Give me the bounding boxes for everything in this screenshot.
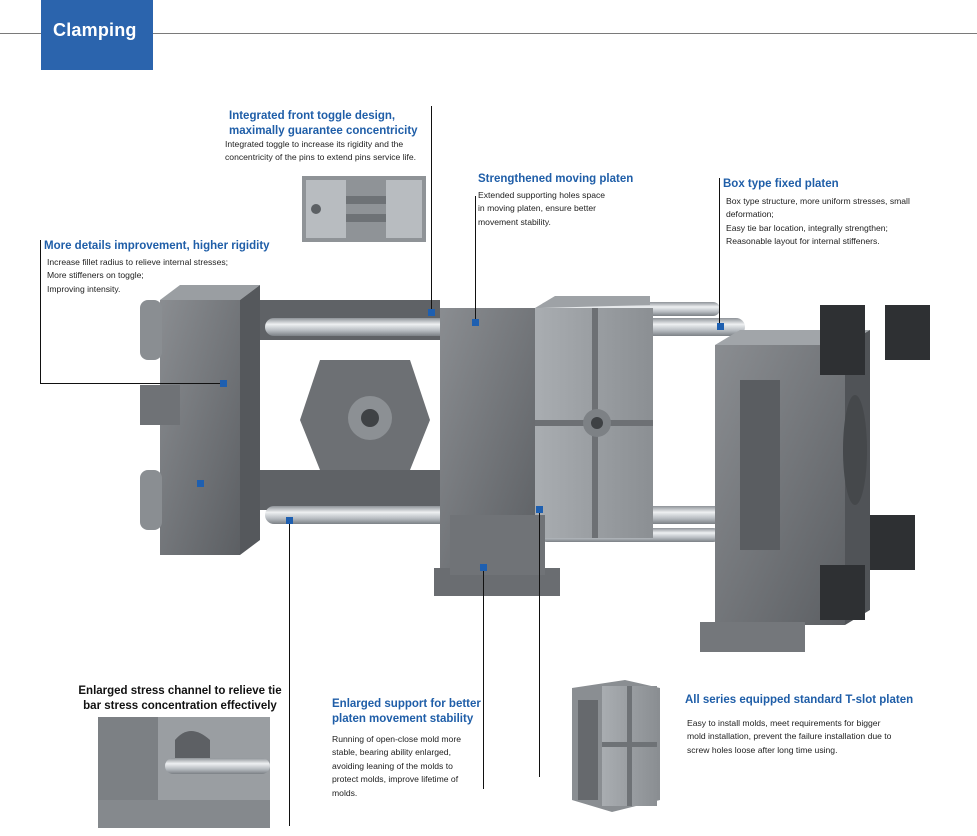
toggle-title-2: maximally guarantee concentricity [229,125,418,137]
marker-rigidity-2 [197,480,204,487]
support-text-4: protect molds, improve lifetime of [332,774,459,785]
rigidity-text-2: More stiffeners on toggle; [47,270,144,281]
fixed-platen-title: Box type fixed platen [723,178,839,190]
leader-moving-platen [475,196,476,322]
rear-platen [140,285,260,555]
support-text-2: stable, bearing ability enlarged, [332,747,451,758]
support-title-2: platen movement stability [332,713,474,725]
fixed-platen-text-2: deformation; [726,209,774,220]
marker-tslot [536,506,543,513]
leader-tslot [539,509,540,777]
leader-toggle [431,106,432,312]
fixed-platen-text-3: Easy tie bar location, integrally streng… [726,222,888,233]
moving-platen-text-3: movement stability. [478,216,551,227]
callout-moving-platen: Strengthened moving platen Extended supp… [478,172,678,229]
section-tab [41,0,153,70]
fixed-platen [700,305,930,652]
leader-rigidity-v [40,240,41,383]
rigidity-title: More details improvement, higher rigidit… [44,240,270,252]
stress-channel-title-2: bar stress concentration effectively [83,700,277,712]
callout-support: Enlarged support for better platen movem… [332,697,502,800]
tslot-title: All series equipped standard T-slot plat… [685,694,914,706]
tslot-text-2: mold installation, prevent the failure i… [687,731,892,742]
toggle-text-2: concentricity of the pins to extend pins… [225,152,417,163]
toggle-text-1: Integrated toggle to increase its rigidi… [225,139,404,149]
leader-support [483,567,484,789]
marker-rigidity-1 [220,380,227,387]
tslot-text-3: screw holes loose after long time using. [687,744,838,755]
stress-channel-inset-image [98,717,270,828]
fixed-platen-text-1: Box type structure, more uniform stresse… [726,196,910,206]
leader-stress-channel [289,520,290,826]
toggle-title-1: Integrated front toggle design, [229,110,396,122]
callout-stress-channel: Enlarged stress channel to relieve tie b… [70,684,290,714]
fixed-platen-text-4: Reasonable layout for internal stiffener… [726,236,880,247]
leader-rigidity-h [40,383,223,384]
rigidity-text-1: Increase fillet radius to relieve intern… [47,257,229,267]
tslot-platen-inset-image [572,680,660,812]
moving-platen-text-1: Extended supporting holes space [478,190,606,200]
support-title-1: Enlarged support for better [332,698,481,710]
moving-platen [434,296,653,596]
marker-stress-channel [286,517,293,524]
header-rule [0,33,977,34]
support-text-5: molds. [332,787,358,798]
section-title: Clamping [53,20,137,40]
tslot-text-1: Easy to install molds, meet requirements… [687,718,881,728]
callout-rigidity: More details improvement, higher rigidit… [44,239,304,296]
callout-fixed-platen: Box type fixed platen Box type structure… [723,177,963,249]
leader-fixed-platen [719,178,720,326]
moving-platen-text-2: in moving platen, ensure better [478,203,596,214]
marker-moving-platen [472,319,479,326]
callout-toggle: Integrated front toggle design, maximall… [229,109,449,139]
callout-tslot: All series equipped standard T-slot plat… [685,693,970,757]
support-text-3: avoiding leaning of the molds to [332,760,453,771]
marker-fixed-platen [717,323,724,330]
marker-support [480,564,487,571]
moving-platen-title: Strengthened moving platen [478,173,634,185]
marker-toggle [428,309,435,316]
stress-channel-title-1: Enlarged stress channel to relieve tie [78,685,282,697]
toggle-inset-image [302,176,426,242]
callout-toggle-text: Integrated toggle to increase its rigidi… [225,138,455,165]
support-text-1: Running of open-close mold more [332,734,461,744]
rigidity-text-3: Improving intensity. [47,283,121,294]
